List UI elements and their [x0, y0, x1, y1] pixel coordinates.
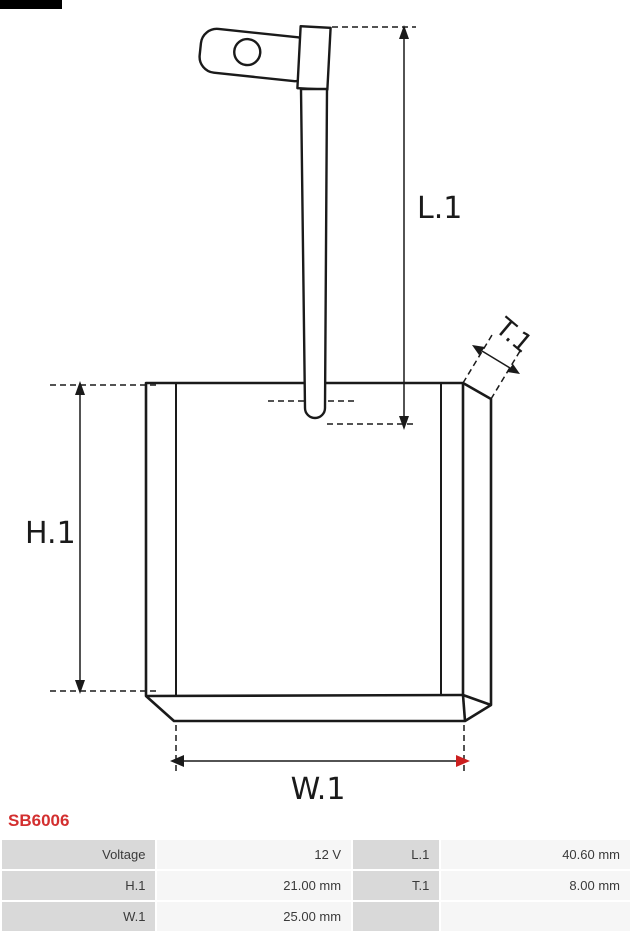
terminal-eyelet [198, 25, 332, 91]
spec-label-t1: T.1 [353, 871, 440, 900]
spec-row: H.1 21.00 mm T.1 8.00 mm [2, 871, 630, 900]
spec-table: Voltage 12 V L.1 40.60 mm H.1 21.00 mm T… [0, 838, 632, 933]
wire-crimp [296, 25, 332, 91]
spec-value-w1: 25.00 mm [157, 902, 352, 931]
t1-arrow-upleft [472, 345, 485, 355]
h1-arrow-down [75, 680, 85, 694]
w1-arrow-right [456, 755, 470, 767]
part-number: SB6006 [8, 811, 70, 830]
spec-row: Voltage 12 V L.1 40.60 mm [2, 840, 630, 869]
logo-fragment [0, 0, 62, 9]
spec-label-voltage: Voltage [2, 840, 156, 869]
lead-wire [299, 87, 329, 420]
spec-row: W.1 25.00 mm [2, 902, 630, 931]
h1-arrow-up [75, 381, 85, 395]
spec-label-empty [353, 902, 440, 931]
w1-arrow-left [170, 755, 184, 767]
spec-label-w1: W.1 [2, 902, 156, 931]
dimension-t1 [462, 334, 521, 400]
spec-label-h1: H.1 [2, 871, 156, 900]
dimension-h1 [50, 381, 160, 694]
spec-label-l1: L.1 [353, 840, 440, 869]
spec-value-l1: 40.60 mm [441, 840, 630, 869]
spec-value-empty [441, 902, 630, 931]
t1-label: T.1 [489, 312, 538, 360]
t1-arrow-downright [507, 364, 520, 374]
spec-value-t1: 8.00 mm [441, 871, 630, 900]
l1-arrow-up [399, 25, 409, 39]
brush-body [144, 381, 493, 723]
h1-label: H.1 [25, 516, 76, 551]
l1-arrow-down [399, 416, 409, 430]
dimension-l1 [327, 25, 416, 430]
w1-label: W.1 [291, 772, 346, 806]
brush-technical-drawing: L.1 H.1 W.1 T.1 [25, 25, 538, 806]
l1-label: L.1 [417, 191, 462, 226]
eyelet-hole [233, 37, 262, 67]
spec-value-voltage: 12 V [157, 840, 352, 869]
dimension-w1 [170, 725, 470, 773]
spec-value-h1: 21.00 mm [157, 871, 352, 900]
